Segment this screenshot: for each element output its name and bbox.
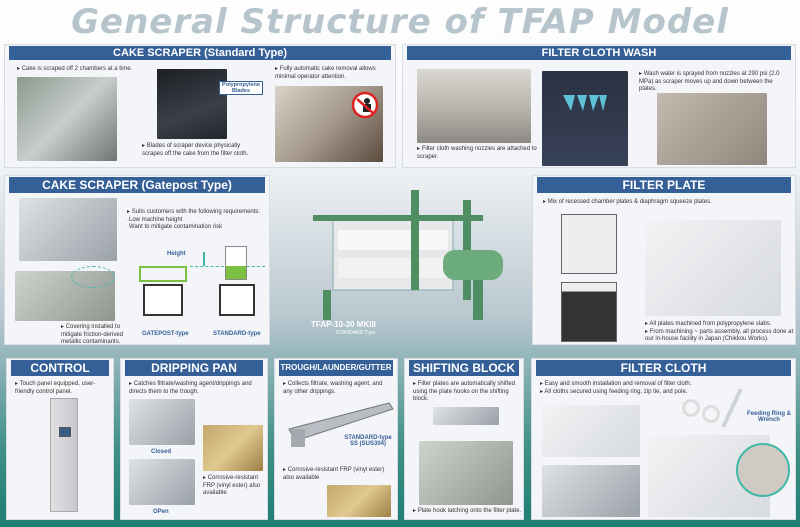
height-label: Height xyxy=(167,251,186,257)
panel-dripping-pan: DRIPPING PAN Catches filtrate/washing ag… xyxy=(120,358,268,520)
height-arrow xyxy=(203,252,205,266)
bullet-text: Covering installed to mitigate friction-… xyxy=(61,324,123,345)
frp-trough-photo xyxy=(327,485,391,517)
bullet-text: Fully automatic cake removal allows mini… xyxy=(275,66,376,80)
feeding-ring-icon xyxy=(682,399,700,417)
section-header: SHIFTING BLOCK xyxy=(409,360,519,376)
section-header: FILTER CLOTH WASH xyxy=(407,46,791,60)
scraper-photo xyxy=(17,77,117,161)
bullet-text: Filter cloth washing nozzles are attache… xyxy=(417,146,537,160)
bullet-text: Wash water is sprayed from nozzles at 29… xyxy=(639,71,780,92)
standard-diagram xyxy=(217,246,257,321)
machine-type-label: STANDARD Type xyxy=(336,330,376,336)
bullet-text: Collects filtrate, washing agent, and an… xyxy=(283,381,382,395)
blade-render-image xyxy=(157,69,227,139)
bullet-text: Corrosive-resistant FRP (vinyl ester) al… xyxy=(283,467,384,481)
bullet-text: Blades of scraper device physically scra… xyxy=(142,143,248,157)
panel-shifting-block: SHIFTING BLOCK Filter plates are automat… xyxy=(404,358,524,520)
requirement-item: ·Want to mitigate contamination risk xyxy=(127,224,223,230)
section-header: FILTER PLATE xyxy=(537,177,791,193)
squeeze-plate-diagram xyxy=(561,282,617,342)
zoom-inset-circle xyxy=(736,443,790,497)
feeding-ring-icon xyxy=(702,405,720,423)
bullet-text: Filter plates are automatically shifted … xyxy=(413,381,515,402)
bullet-text: From machining ~ parts assembly, all pro… xyxy=(645,329,795,344)
panel-cake-scraper-gatepost: CAKE SCRAPER (Gatepost Type) Suits custo… xyxy=(4,175,270,345)
section-header: FILTER CLOTH xyxy=(536,360,791,376)
gatepost-type-label: GATEPOST-type xyxy=(142,331,189,337)
section-header: CONTROL PANEL xyxy=(11,360,109,391)
panel-filter-plate: FILTER PLATE Mix of recessed chamber pla… xyxy=(532,175,796,345)
bullet-text: All cloths secured using feeding ring, z… xyxy=(540,389,700,397)
cloth-install-photo xyxy=(542,405,640,457)
bullet-text: All plates machined from polypropylene s… xyxy=(645,321,795,329)
plate-hook-photo xyxy=(419,441,513,505)
feeding-ring-label: Feeding Ring & Wrench xyxy=(747,411,791,423)
control-panel-cabinet-image xyxy=(50,398,78,512)
plate-stock-photo xyxy=(645,220,781,316)
bullet-text: Cake is scraped off 2 chambers at a time… xyxy=(17,66,132,72)
chamber-plate-diagram xyxy=(561,214,617,274)
bullet-text: Corrosive-resistant FRP (vinyl ester) al… xyxy=(203,475,260,496)
pan-open-photo xyxy=(129,459,195,505)
panel-cake-scraper-standard: CAKE SCRAPER (Standard Type) Cake is scr… xyxy=(4,44,396,168)
panel-filter-cloth-wash: FILTER CLOTH WASH Filter cloth washing n… xyxy=(402,44,796,168)
gatepost-photo xyxy=(19,198,117,261)
requirement-item: ·Low machine height xyxy=(127,216,183,223)
panel-filter-cloth: FILTER CLOTH Easy and smooth installatio… xyxy=(531,358,796,520)
spray-nozzle-icon xyxy=(563,95,607,111)
bullet-text: Mix of recessed chamber plates & diaphra… xyxy=(543,199,712,205)
wrench-icon xyxy=(721,388,743,428)
section-header: TROUGH/LAUNDER/GUTTER xyxy=(279,360,393,376)
standard-type-label: STANDARD-type xyxy=(213,331,261,337)
bullet-text: Suits customers with the following requi… xyxy=(127,209,267,217)
trough-image xyxy=(288,402,394,447)
panel-trough: TROUGH/LAUNDER/GUTTER Collects filtrate,… xyxy=(274,358,398,520)
section-header: CAKE SCRAPER (Gatepost Type) xyxy=(9,177,265,193)
page-title: General Structure of TFAP Model xyxy=(71,2,729,42)
nozzle-render-image xyxy=(542,71,628,166)
gatepost-diagram xyxy=(139,266,189,321)
wash-water-photo xyxy=(657,93,767,165)
closed-label: Closed xyxy=(151,449,172,455)
pan-closed-photo xyxy=(129,399,195,445)
machine-model-label: TFAP-10-30 MKIII xyxy=(311,320,376,329)
nozzle-photo xyxy=(417,69,531,143)
section-header: CAKE SCRAPER (Standard Type) xyxy=(9,46,391,60)
shifting-block-image xyxy=(433,407,499,425)
no-operator-icon xyxy=(351,91,379,119)
standard-type-ss-label: STANDARD-type SS (SUS304) xyxy=(344,435,392,447)
section-header: DRIPPING PAN xyxy=(125,360,263,376)
bullet-text: Plate hook latching onto the filter plat… xyxy=(413,508,521,514)
bullet-text: Easy and smooth installation and removal… xyxy=(540,381,700,389)
bullet-text: Catches filtrate/washing agent/drippings… xyxy=(129,381,252,395)
blades-callout: Polypropylene Blades xyxy=(219,81,263,95)
bullet-text: Touch panel equipped, user-friendly cont… xyxy=(15,381,95,395)
touch-screen xyxy=(59,427,71,437)
open-label: OPen xyxy=(153,509,169,515)
tfap-machine-image xyxy=(293,180,523,330)
covering-highlight-ring xyxy=(71,266,115,288)
frp-pan-photo xyxy=(203,425,263,471)
cloth-machine-photo xyxy=(542,465,640,517)
